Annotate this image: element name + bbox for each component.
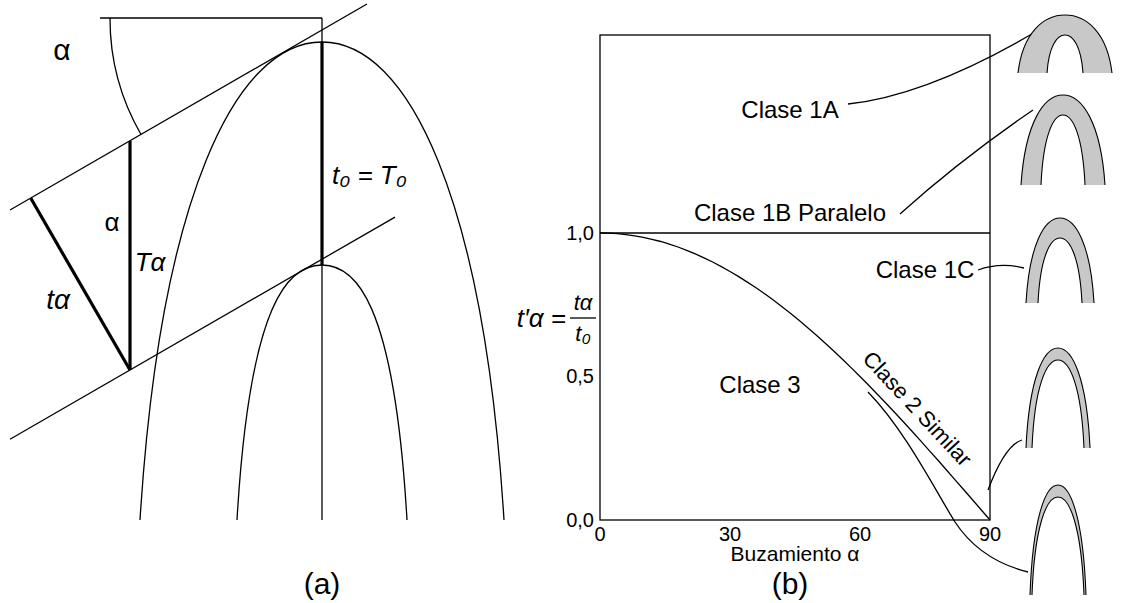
hinge-thickness [320, 42, 323, 265]
tick-label: 0 [594, 524, 605, 544]
orthogonal-thickness [31, 198, 130, 370]
panel-label: (a) [304, 569, 341, 599]
fraction-bar [570, 317, 596, 318]
fold-icon-outline [1032, 360, 1084, 448]
axis-title: Buzamiento α [731, 543, 860, 564]
tick-label: 60 [849, 524, 871, 544]
angle-label: α [104, 209, 119, 235]
class-1b-line [600, 232, 990, 233]
class-label: Clase 1C [876, 258, 975, 282]
fraction-numerator: tα [574, 292, 593, 314]
fold-icon-fill [1026, 348, 1090, 448]
panel-label: (b) [772, 569, 809, 599]
fold-icon-outline [1032, 497, 1084, 595]
fold-profile [10, 4, 504, 520]
fold-icon-outline [1021, 95, 1105, 185]
fold-icons [1018, 15, 1112, 595]
horizontal-reference [100, 17, 322, 18]
leader-line [900, 110, 1033, 214]
leader-line [988, 440, 1022, 490]
vertical-thickness [128, 141, 131, 370]
class-label: Clase 1B Paralelo [694, 201, 886, 225]
leader-line [978, 265, 1024, 270]
tick-label: 0,5 [566, 366, 594, 386]
fold-icon-fill [1030, 485, 1086, 595]
axial-trace [321, 18, 322, 520]
fold-icon-outline [1026, 348, 1090, 448]
class-label: Clase 2 Similar [859, 347, 976, 470]
fold-icon-fill [1021, 95, 1105, 185]
plot-frame [600, 35, 990, 520]
class-2-curve [600, 233, 990, 520]
thickness-label: Tα [135, 249, 166, 275]
tick-label: 30 [719, 524, 741, 544]
fold-icon-outline [1041, 115, 1085, 185]
axis-title: t′α = [517, 305, 566, 331]
tick-label: 0,0 [566, 510, 594, 530]
leader-line [848, 28, 1042, 104]
fold-icon-outline [1026, 218, 1094, 303]
fold-icon-outline [1038, 238, 1082, 303]
fraction-denominator: t₀ [575, 323, 590, 345]
fold-icon-fill [1026, 218, 1094, 303]
thickness-label: t₀ = T₀ [332, 162, 407, 188]
chart [570, 28, 1042, 572]
thickness-label: tα [46, 286, 70, 314]
tick-label: 1,0 [566, 223, 594, 243]
fold-icon-outline [1030, 485, 1086, 595]
angle-label: α [53, 35, 70, 65]
lower-tangent-line [10, 217, 395, 439]
fold-icon-outline [1018, 15, 1112, 73]
upper-tangent-line [10, 4, 367, 210]
thickness-lines [31, 42, 322, 370]
class-label: Clase 3 [719, 373, 800, 397]
dip-angle-arc [110, 18, 141, 135]
fold-icon-fill [1018, 15, 1112, 73]
class-3-curve [868, 392, 1028, 572]
class-label: Clase 1A [741, 98, 838, 122]
fold-icon-outline [1047, 35, 1083, 73]
tick-label: 90 [979, 524, 1001, 544]
